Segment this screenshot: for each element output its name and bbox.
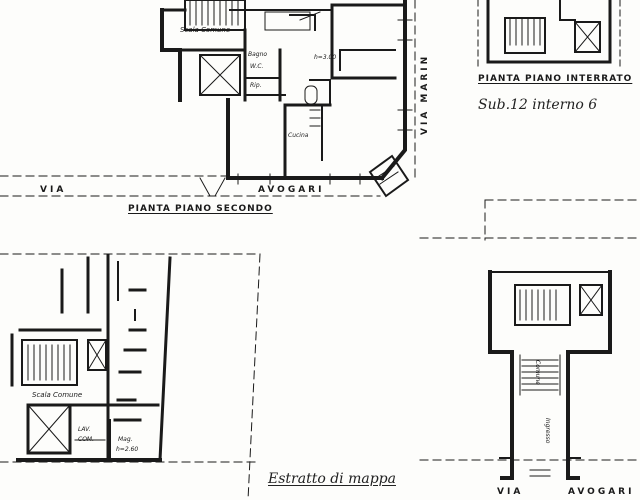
label-rip: Rip. — [250, 82, 262, 89]
title-piano-interrato: PIANTA PIANO INTERRATO — [478, 74, 633, 84]
street-via-bottom: VIA — [497, 487, 524, 497]
label-com: COM. — [78, 436, 94, 443]
street-via-top: VIA — [40, 185, 67, 195]
street-avogari-bottom: AVOGARI — [568, 487, 635, 497]
title-estratto-di-mappa: Estratto di mappa — [268, 471, 396, 487]
label-lav: LAV. — [78, 426, 91, 433]
label-ingresso: Ingresso — [544, 418, 551, 444]
label-scala-comune-top: Scala Comune — [180, 26, 231, 34]
street-via-marin: VIA MARIN — [420, 53, 430, 135]
street-avogari-top: AVOGARI — [258, 185, 325, 195]
plan-piano-interrato — [477, 0, 621, 71]
label-bagno: Bagno — [248, 51, 268, 58]
label-scala-comune-left: Scala Comune — [32, 391, 83, 399]
plan-bottom-right — [419, 199, 640, 480]
label-height: h=3.00 — [314, 54, 337, 61]
label-comune: Comune — [534, 360, 541, 386]
plan-bottom-left — [0, 253, 261, 500]
label-mag: Mag. — [118, 436, 133, 443]
title-piano-secondo: PIANTA PIANO SECONDO — [128, 204, 273, 214]
label-mag-h: h=2.60 — [116, 446, 139, 453]
label-cucina: Cucina — [288, 132, 309, 139]
plan-piano-secondo — [0, 0, 416, 198]
handwritten-sub: Sub.12 interno 6 — [478, 97, 598, 113]
label-wc: W.C. — [250, 63, 264, 70]
